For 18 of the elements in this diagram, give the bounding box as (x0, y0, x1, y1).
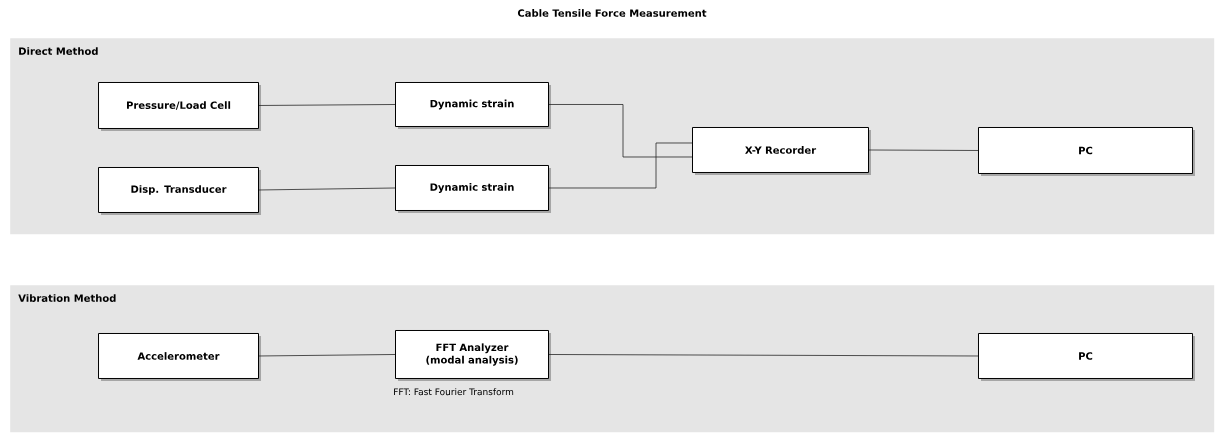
process-box: X-Y Recorder (692, 127, 871, 175)
connector-line (258, 187, 396, 191)
process-box: PC (978, 127, 1195, 176)
connector-line (258, 104, 396, 106)
process-box: Pressure/Load Cell (98, 82, 261, 131)
connector-line (868, 149, 979, 151)
process-box: Accelerometer (98, 333, 261, 381)
connector-line (548, 142, 693, 189)
title: Cable Tensile Force Measurement (517, 9, 707, 17)
process-box: PC (978, 333, 1195, 381)
footnote-text: FFT: Fast Fourier Transform (394, 388, 514, 396)
process-box: Dynamic strain (395, 165, 551, 213)
connector-line (548, 354, 979, 357)
connector-line (258, 354, 396, 357)
process-box: Dynamic strain (395, 82, 551, 129)
process-box: Disp. Transducer (98, 167, 261, 215)
connector-line (548, 104, 693, 158)
process-box: FFT Analyzer (modal analysis) (395, 330, 551, 381)
